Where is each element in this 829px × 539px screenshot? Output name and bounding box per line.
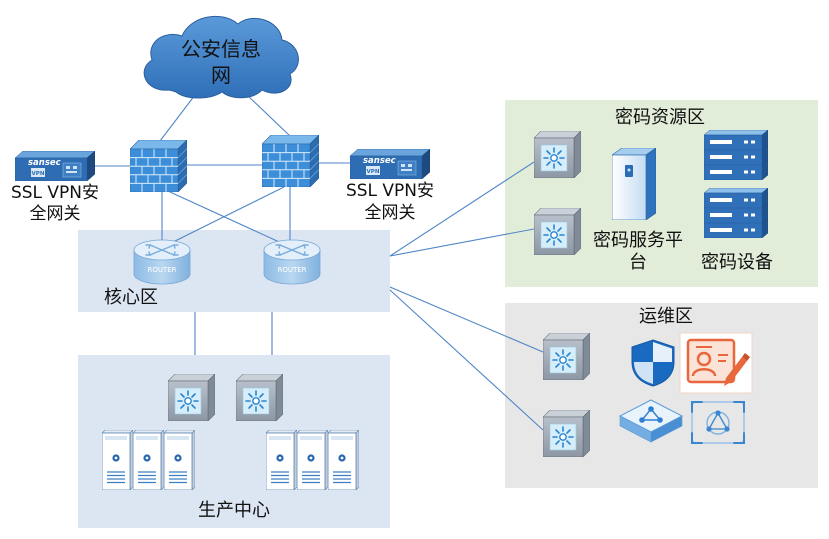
vpn-gateway-badge: VPN — [367, 169, 380, 175]
scan-icon — [691, 401, 745, 444]
server-tower-icon — [133, 430, 164, 490]
production-node-1-icon — [168, 374, 215, 421]
topology-tile-icon — [618, 399, 684, 443]
ops-node-2-icon — [543, 410, 590, 457]
link-cloud-firewall-left — [159, 94, 196, 142]
link-core-ops-node-2 — [389, 289, 544, 431]
ops-zone-title: 运维区 — [639, 306, 693, 327]
crypto-node-2-icon — [534, 208, 581, 255]
router-icon — [133, 239, 191, 285]
rack-server-icon — [704, 130, 768, 150]
vpn-gateway-label-line1: SSL VPN安 — [346, 181, 434, 201]
core-zone — [78, 230, 390, 312]
core-zone-title: 核心区 — [104, 287, 158, 308]
link-cloud-firewall-right — [245, 93, 291, 137]
firewall-right-icon — [262, 135, 319, 187]
crypto-zone-title: 密码资源区 — [615, 107, 705, 128]
vpn-gateway-right: sansec VPN SSL VPN安 全网关 — [346, 149, 434, 223]
link-core-ops-node-1 — [389, 286, 544, 353]
router-right: ROUTER — [263, 239, 321, 285]
vpn-gateway-label-line2: 全网关 — [30, 204, 81, 224]
router-label: ROUTER — [147, 266, 176, 274]
link-firewall-left-router-right — [169, 191, 289, 247]
server-tower-icon — [297, 430, 328, 490]
production-node-2-icon — [236, 374, 283, 421]
crypto-device-stack-1 — [704, 130, 768, 180]
router-left: ROUTER — [133, 239, 191, 285]
links — [95, 93, 544, 431]
crypto-service-platform-icon — [612, 148, 656, 220]
crypto-node-1-icon — [534, 131, 581, 178]
ops-zone — [505, 303, 818, 488]
server-cluster-left — [102, 430, 195, 490]
vpn-gateway-logo: sansec — [28, 158, 61, 168]
rack-server-icon — [704, 188, 768, 208]
cloud-label-line2: 网 — [211, 63, 231, 87]
crypto-device-stack-2 — [704, 188, 768, 238]
server-cluster-right — [266, 430, 359, 490]
link-firewall-right-router-left — [164, 186, 285, 247]
vpn-gateway-logo: sansec — [363, 156, 396, 166]
link-core-crypto-node-2 — [389, 228, 535, 257]
cloud-icon: 公安信息 网 — [143, 15, 299, 99]
crypto-platform-label-line2: 台 — [629, 252, 647, 273]
link-core-crypto-node-1 — [389, 161, 535, 257]
production-zone-title: 生产中心 — [198, 500, 270, 521]
router-icon — [263, 239, 321, 285]
user-card-edit-icon — [679, 332, 753, 394]
crypto-device-label: 密码设备 — [701, 252, 773, 273]
firewall-left-icon — [130, 140, 187, 192]
server-tower-icon — [102, 430, 133, 490]
server-tower-icon — [266, 430, 297, 490]
cloud-shape — [143, 15, 299, 99]
shield-icon — [631, 339, 675, 387]
crypto-platform-label-line1: 密码服务平 — [593, 230, 683, 251]
vpn-gateway-badge: VPN — [32, 171, 45, 177]
cloud-label-line1: 公安信息 — [181, 37, 261, 61]
server-tower-icon — [328, 430, 359, 490]
server-tower-icon — [164, 430, 195, 490]
vpn-gateway-label-line2: 全网关 — [365, 203, 416, 223]
vpn-gateway-left: sansec VPN SSL VPN安 全网关 — [11, 151, 99, 224]
router-label: ROUTER — [277, 266, 306, 274]
vpn-gateway-label-line1: SSL VPN安 — [11, 183, 99, 203]
ops-node-1-icon — [543, 333, 590, 380]
